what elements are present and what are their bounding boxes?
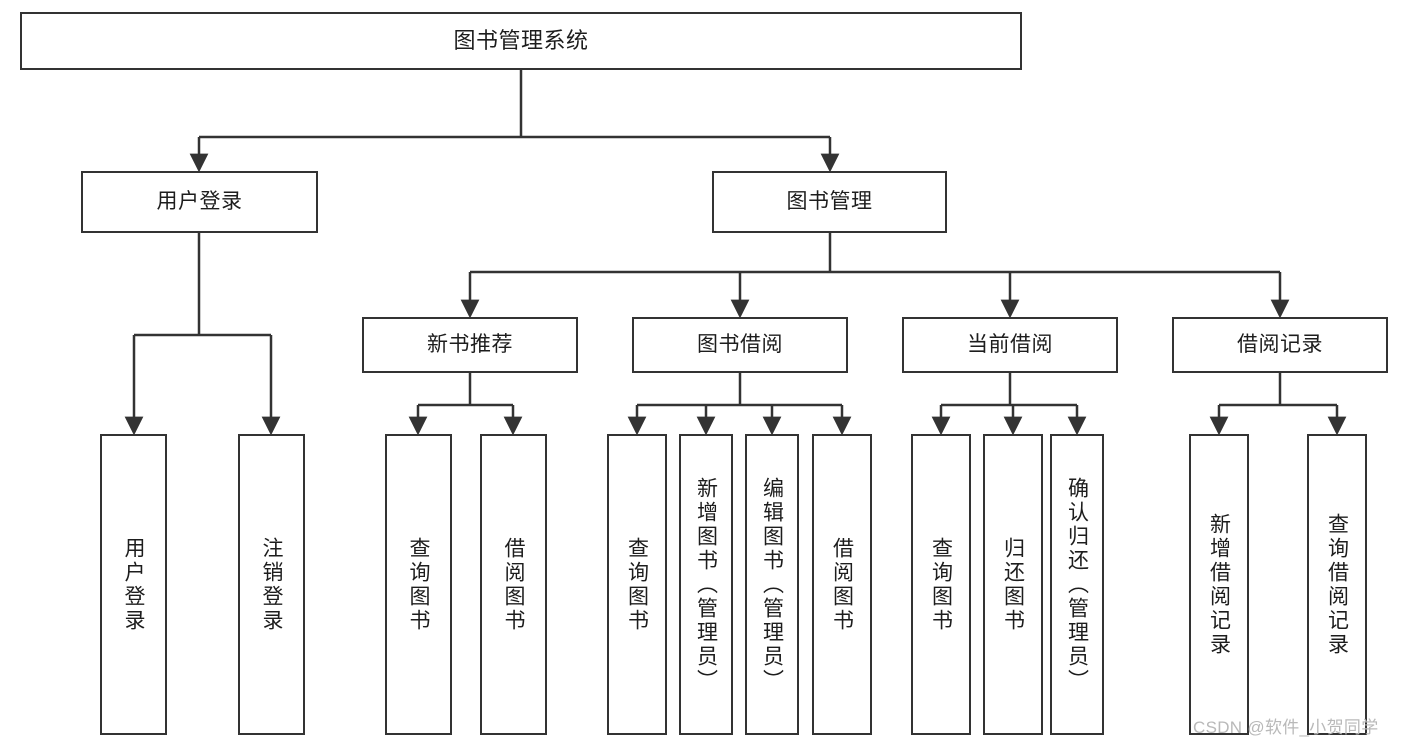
node-user-login[interactable]: 用户登录 — [81, 171, 318, 233]
node-leaf-add-book-admin-label: 新增图书（管理员） — [694, 476, 718, 693]
node-current-borrow-label: 当前借阅 — [967, 332, 1053, 356]
node-leaf-user-login-label: 用户登录 — [122, 536, 145, 633]
node-leaf-query-borrow-record[interactable]: 查询借阅记录 — [1307, 434, 1367, 735]
node-leaf-borrow-book-label: 借阅图书 — [830, 536, 854, 633]
node-root-label: 图书管理系统 — [453, 28, 589, 54]
node-leaf-query-book-borrow[interactable]: 查询图书 — [607, 434, 667, 735]
node-leaf-user-logout-label: 注销登录 — [260, 536, 283, 633]
node-leaf-edit-book-admin[interactable]: 编辑图书（管理员） — [745, 434, 799, 735]
node-leaf-query-borrow-record-label: 查询借阅记录 — [1325, 512, 1349, 657]
node-leaf-add-borrow-record[interactable]: 新增借阅记录 — [1189, 434, 1249, 735]
node-borrow-record[interactable]: 借阅记录 — [1172, 317, 1388, 373]
node-new-book-recommend[interactable]: 新书推荐 — [362, 317, 578, 373]
node-leaf-query-book-current-label: 查询图书 — [929, 536, 953, 633]
node-leaf-borrow-book-recommend-label: 借阅图书 — [502, 536, 525, 633]
node-root[interactable]: 图书管理系统 — [20, 12, 1022, 70]
node-leaf-query-book-recommend[interactable]: 查询图书 — [385, 434, 452, 735]
node-leaf-return-book[interactable]: 归还图书 — [983, 434, 1043, 735]
node-leaf-borrow-book[interactable]: 借阅图书 — [812, 434, 872, 735]
node-leaf-confirm-return-admin[interactable]: 确认归还（管理员） — [1050, 434, 1104, 735]
node-user-login-label: 用户登录 — [156, 189, 243, 213]
node-leaf-borrow-book-recommend[interactable]: 借阅图书 — [480, 434, 547, 735]
node-leaf-add-book-admin[interactable]: 新增图书（管理员） — [679, 434, 733, 735]
node-book-management-label: 图书管理 — [786, 189, 873, 213]
node-current-borrow[interactable]: 当前借阅 — [902, 317, 1118, 373]
node-book-borrow[interactable]: 图书借阅 — [632, 317, 848, 373]
node-leaf-confirm-return-admin-label: 确认归还（管理员） — [1065, 476, 1089, 693]
node-leaf-edit-book-admin-label: 编辑图书（管理员） — [760, 476, 784, 693]
node-leaf-user-login[interactable]: 用户登录 — [100, 434, 167, 735]
node-leaf-add-borrow-record-label: 新增借阅记录 — [1207, 512, 1231, 657]
node-new-book-recommend-label: 新书推荐 — [427, 332, 513, 356]
node-leaf-query-book-borrow-label: 查询图书 — [625, 536, 649, 633]
node-leaf-return-book-label: 归还图书 — [1001, 536, 1025, 633]
node-leaf-query-book-recommend-label: 查询图书 — [407, 536, 430, 633]
csdn-watermark: CSDN @软件_小贺同学 — [1193, 718, 1379, 737]
node-borrow-record-label: 借阅记录 — [1237, 332, 1323, 356]
node-leaf-user-logout[interactable]: 注销登录 — [238, 434, 305, 735]
node-leaf-query-book-current[interactable]: 查询图书 — [911, 434, 971, 735]
node-book-borrow-label: 图书借阅 — [697, 332, 783, 356]
node-book-management[interactable]: 图书管理 — [712, 171, 947, 233]
